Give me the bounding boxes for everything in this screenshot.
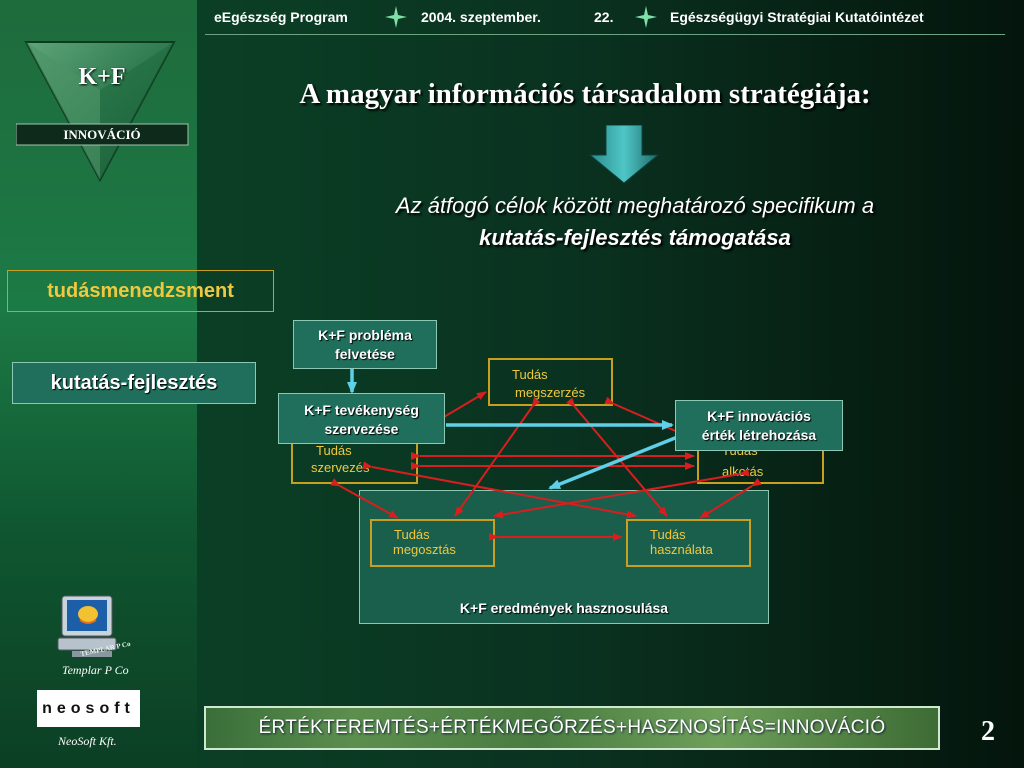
kf-logo	[16, 41, 189, 183]
knowledge-use-box	[626, 519, 751, 567]
arrow-creation-use	[699, 477, 762, 519]
rd-problem-line-1: K+F probléma	[318, 327, 412, 343]
knowledge-use-line-2: használata	[650, 542, 713, 557]
subtitle-line-1: Az átfogó célok között meghatározó speci…	[395, 193, 875, 218]
sparkle-icon	[635, 6, 657, 28]
knowledge-acquisition-line-2: megszerzés	[515, 385, 586, 400]
knowledge-acquisition-box	[488, 358, 613, 406]
knowledge-use-line-1: Tudás	[650, 527, 686, 542]
knowledge-management-label: tudásmenedzsment	[7, 270, 274, 312]
templar-caption: Templar P Co	[62, 663, 129, 677]
knowledge-sharing-line-1: Tudás	[394, 527, 430, 542]
arrow-organization-use	[362, 461, 637, 519]
rd-activity-line-1: K+F tevékenység	[304, 402, 419, 418]
header-page: 22.	[594, 9, 614, 25]
header-date: 2004. szeptember.	[421, 9, 541, 25]
subtitle-line-2: kutatás-fejlesztés támogatása	[479, 225, 791, 250]
knowledge-sharing-line-2: megosztás	[393, 542, 456, 557]
arrow-organization-sharing	[330, 478, 399, 519]
slide-number: 2	[981, 716, 995, 747]
rd-activity-line-2: szervezése	[324, 421, 399, 437]
bottom-banner: ÉRTÉKTEREMTÉS+ÉRTÉKMEGŐRZÉS+HASZNOSÍTÁS=…	[204, 706, 940, 750]
neosoft-caption: NeoSoft Kft.	[58, 734, 117, 748]
knowledge-organization-line-1: Tudás	[316, 443, 352, 458]
header-institute: Egészségügyi Stratégiai Kutatóintézet	[670, 9, 924, 25]
header-divider	[205, 34, 1005, 35]
bottom-banner-text: ÉRTÉKTEREMTÉS+ÉRTÉKMEGŐRZÉS+HASZNOSÍTÁS=…	[258, 717, 886, 738]
down-arrow-icon	[588, 125, 660, 184]
knowledge-organization-line-2: szervezés	[311, 460, 370, 475]
header-program: eEgészség Program	[214, 9, 348, 25]
arrow-innovation-results	[548, 434, 681, 490]
rd-problem-box: K+F probléma felvetése	[293, 320, 437, 369]
rd-innovation-line-2: érték létrehozása	[701, 427, 817, 443]
subtitle: Az átfogó célok között meghatározó speci…	[290, 190, 980, 254]
logo-subtitle: INNOVÁCIÓ	[63, 127, 141, 142]
arrow-creation-sharing	[493, 468, 750, 519]
rd-results-label: K+F eredmények hasznosulása	[459, 600, 669, 616]
sparkle-icon	[385, 6, 407, 28]
rd-problem-line-2: felvetése	[335, 346, 395, 362]
research-development-label: kutatás-fejlesztés	[12, 362, 256, 404]
neosoft-logo-text: neosoft	[42, 700, 135, 717]
logo-title: K+F	[78, 64, 126, 90]
slide-title: A magyar információs társadalom stratégi…	[299, 78, 871, 110]
rd-innovation-box: K+F innovációs érték létrehozása	[675, 400, 843, 451]
computer-icon	[57, 595, 117, 657]
rd-activity-box: K+F tevékenység szervezése	[278, 393, 445, 444]
knowledge-acquisition-line-1: Tudás	[512, 367, 548, 382]
neosoft-logo: neosoft	[37, 690, 140, 727]
rd-innovation-line-1: K+F innovációs	[707, 408, 811, 424]
knowledge-sharing-box	[370, 519, 495, 567]
